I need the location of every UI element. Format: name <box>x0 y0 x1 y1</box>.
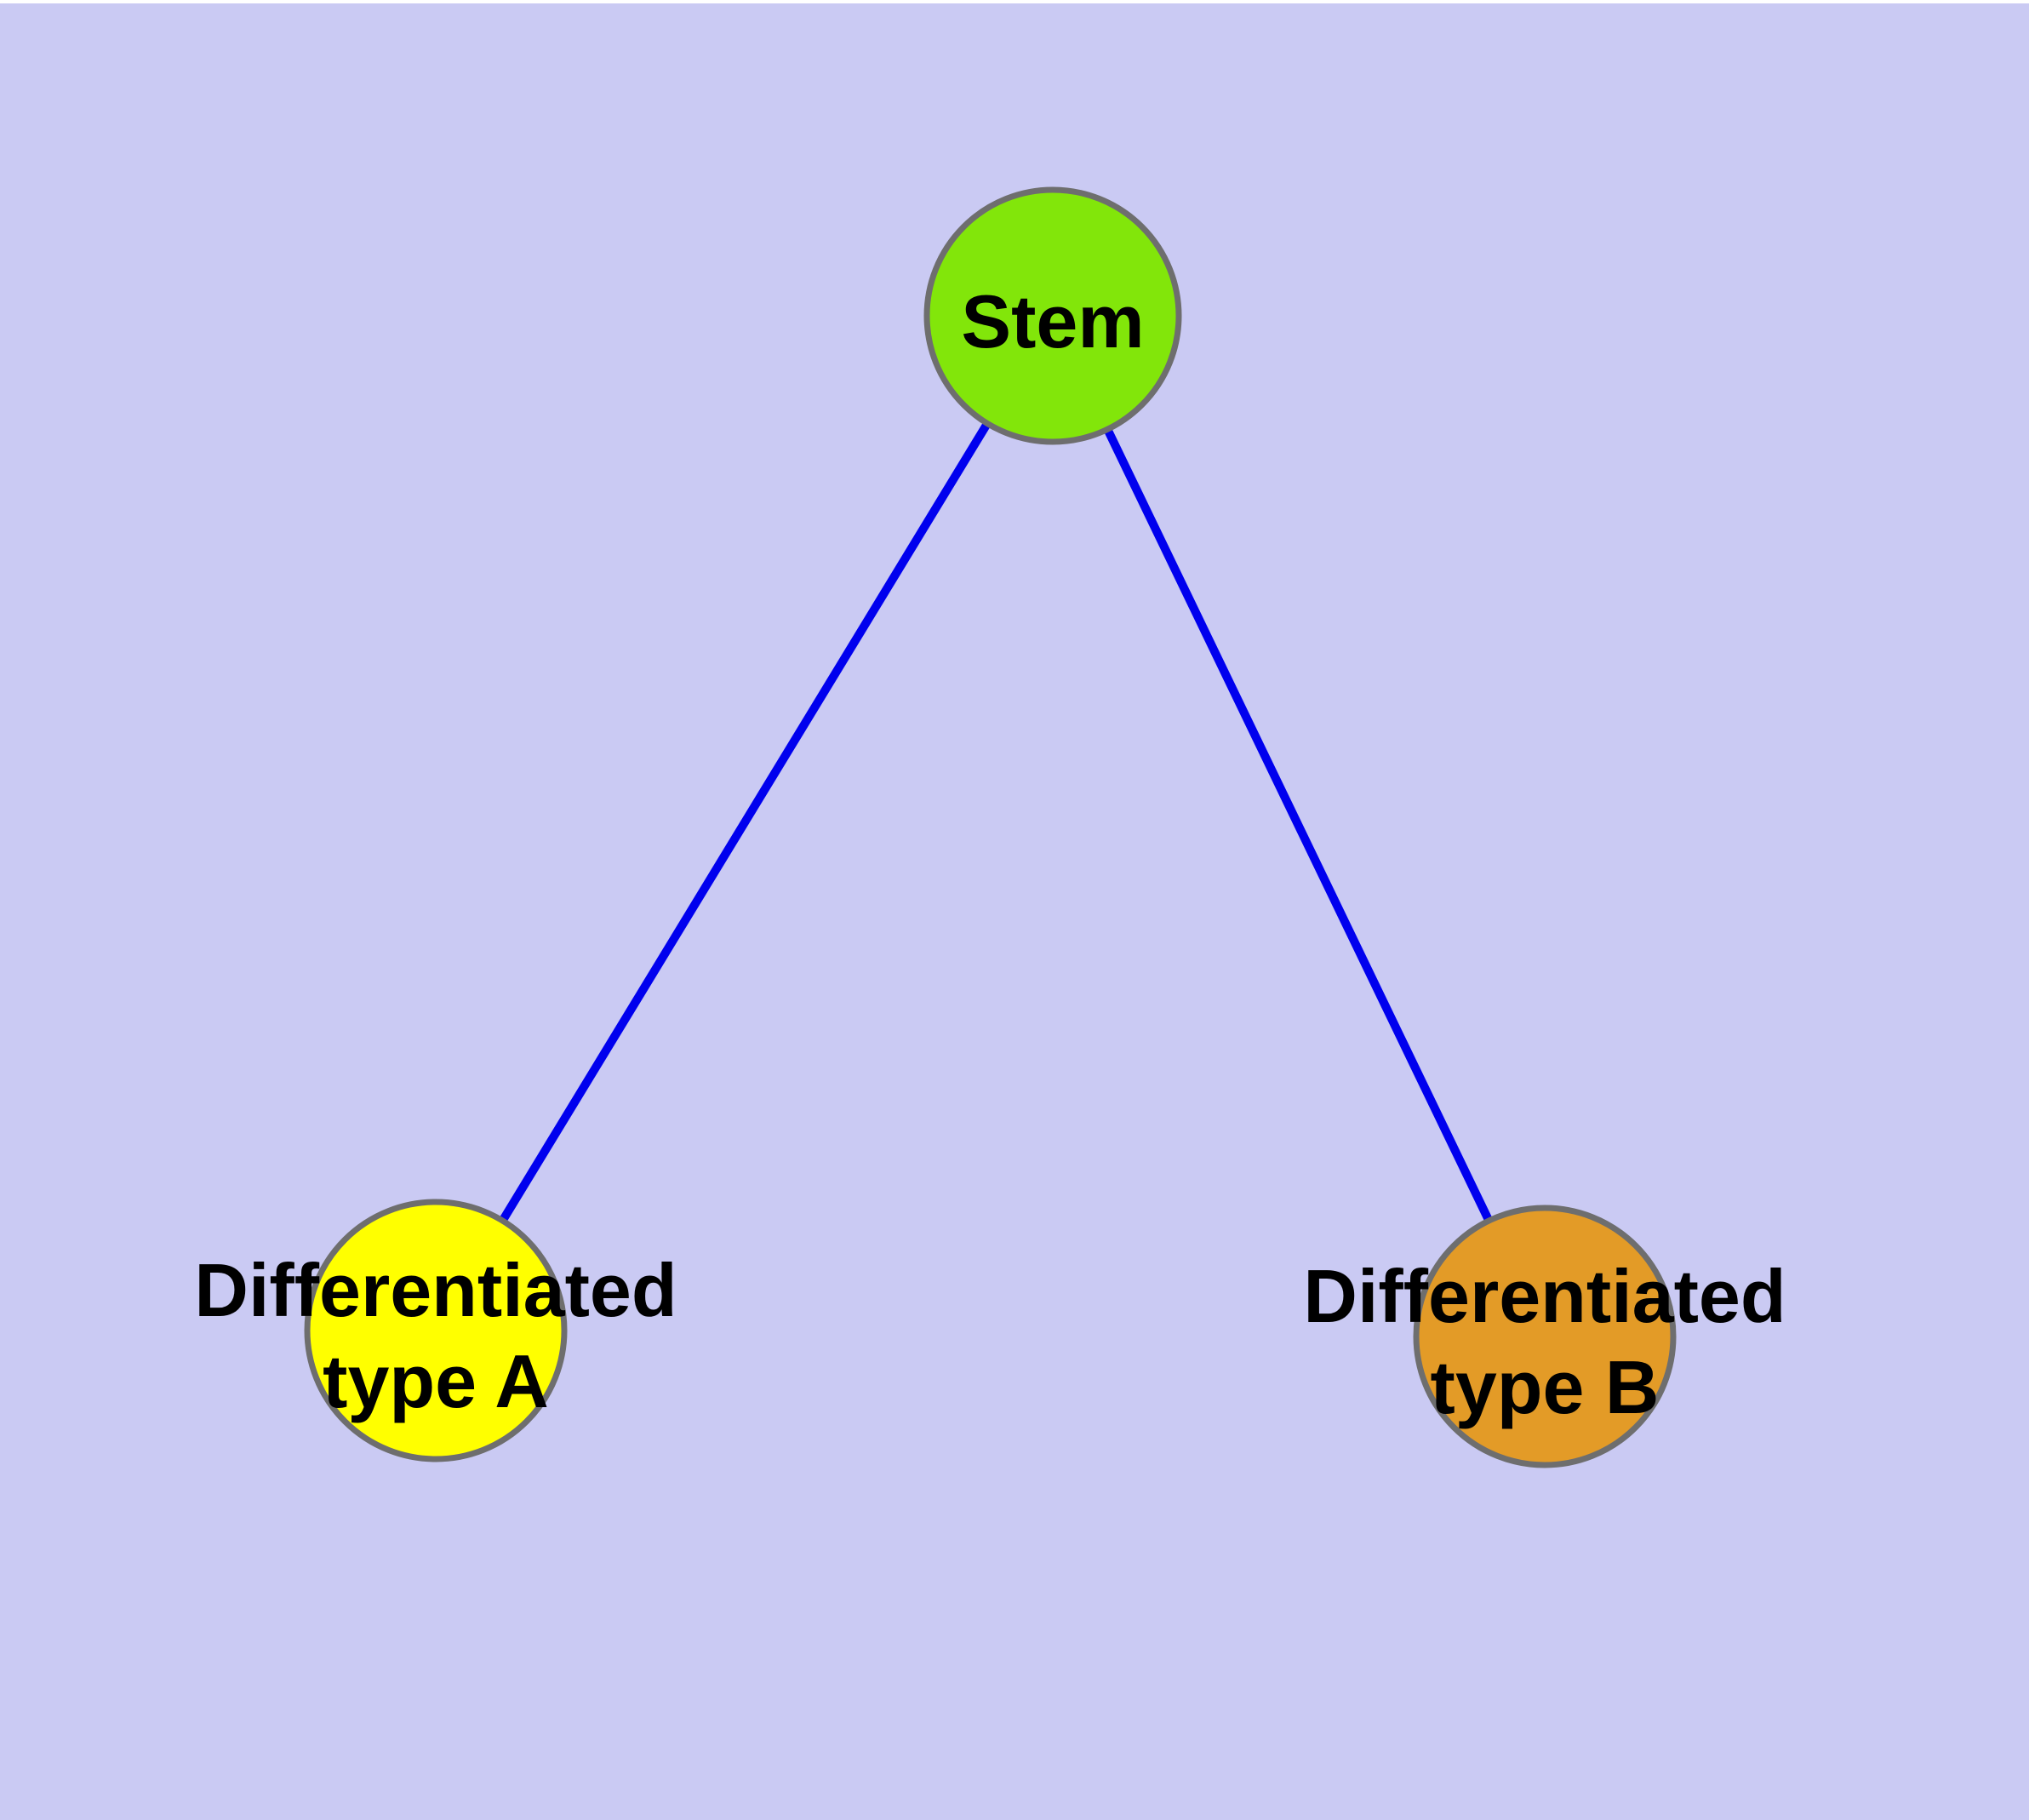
nodes-layer <box>304 186 1677 1468</box>
node-differentiated-type-a-circle <box>304 1199 568 1462</box>
edges-layer <box>432 313 1549 1339</box>
node-stem-label: Stem <box>961 279 1144 363</box>
edge-stem-differentiated-type-b <box>1049 313 1549 1339</box>
node-differentiated-type-b-circle <box>1413 1205 1677 1468</box>
node-differentiated-type-b-label-line: Differentiated <box>1303 1254 1786 1338</box>
edge-stem-differentiated-type-a <box>432 313 1057 1333</box>
node-differentiated-type-a-label-line: type A <box>323 1339 549 1423</box>
node-differentiated-type-a-label-line: Differentiated <box>194 1248 677 1332</box>
node-differentiated-type-b-label-line: type B <box>1431 1345 1660 1429</box>
node-stem-circle <box>923 186 1182 445</box>
node-stem-label-line: Stem <box>961 279 1144 363</box>
